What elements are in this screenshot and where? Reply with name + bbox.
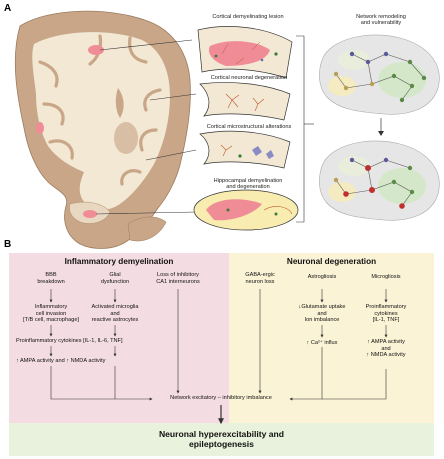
coronal-brain-section: [14, 10, 191, 249]
callout-lines: [95, 39, 197, 215]
panel-a-illustration: [14, 10, 440, 249]
network-imbalance: Network excitatory – inhibitory imbalanc…: [170, 395, 272, 401]
label-hippocampal: Hippocampal demyelination and degenerati…: [213, 178, 283, 191]
inflammatory-panel: [9, 253, 229, 423]
label-cortical-lesion: Cortical demyelinating lesion: [212, 14, 284, 20]
astrogliosis: Astrogliosis: [307, 274, 337, 280]
degeneration-header: Neuronal degeneration: [286, 257, 377, 266]
label-network-remodeling: Network remodeling and vulnerability: [356, 14, 406, 27]
panel-a-letter: A: [4, 3, 12, 14]
label-microstructural: Cortical microstructural alterations: [206, 124, 292, 130]
network-brain-bottom: [319, 140, 440, 221]
network-down-arrow: [378, 118, 384, 136]
outcome-panel: [9, 423, 434, 456]
label-neuronal-degeneration: Cortical neuronal degeneration: [210, 75, 288, 81]
inflammatory-header: Inflammatory demyelination: [64, 257, 174, 266]
inset-hippocampal: [193, 189, 299, 231]
ampa-nmda-left: ↑ AMPA activity and ↑ NMDA activity: [16, 358, 106, 364]
panel-b-letter: B: [4, 239, 12, 250]
bracket-arrow: [296, 35, 314, 223]
network-brain-top: [319, 34, 440, 115]
degeneration-panel: [229, 253, 434, 423]
proinflammatory-left: Proinflammatory cytokines [IL-1, IL-6, T…: [16, 338, 123, 344]
inset-neuronal-degeneration: [199, 82, 291, 121]
microgliosis: Microgliosis: [371, 274, 401, 280]
calcium-influx: ↑ Ca²⁺ influx: [306, 340, 338, 346]
inset-demyelinating-lesion: [197, 26, 293, 79]
inset-microstructural: [199, 130, 291, 169]
